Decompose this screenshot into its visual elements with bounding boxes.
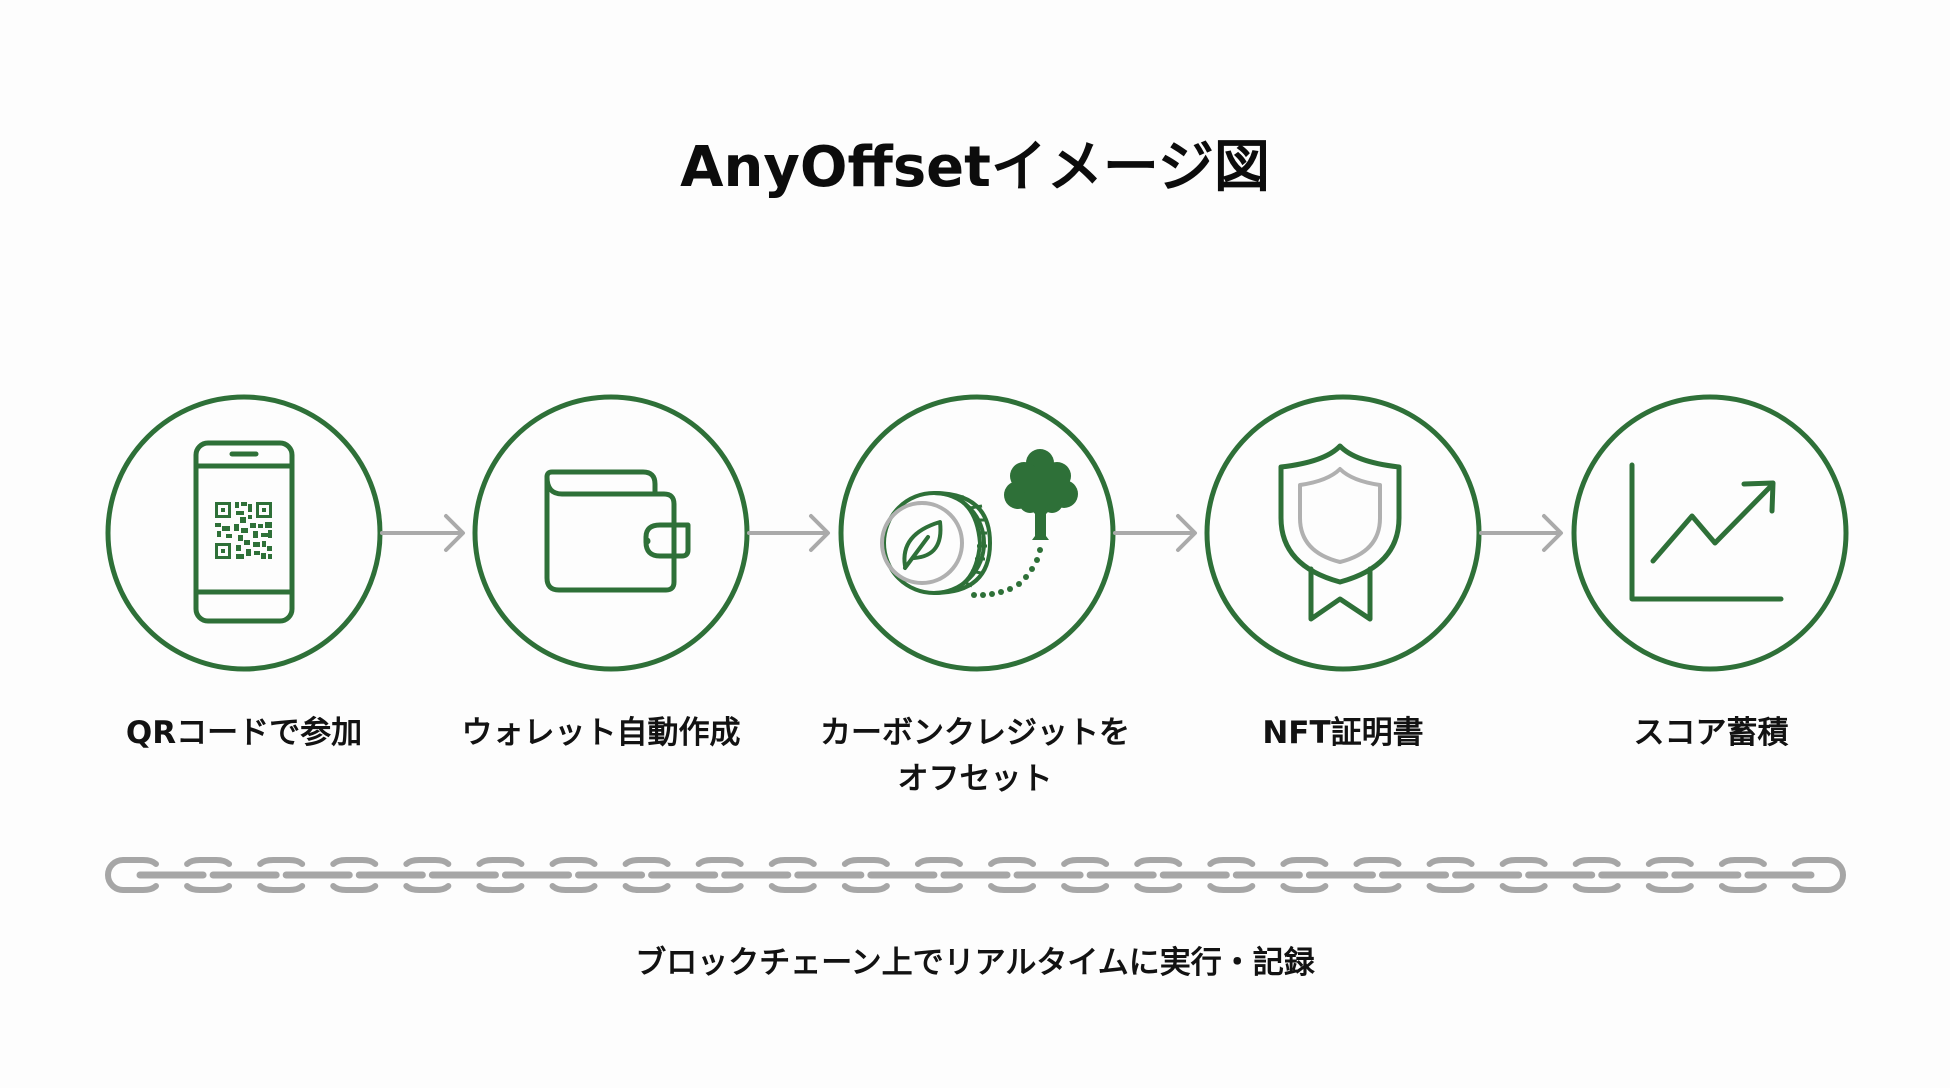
- step-label-score-accumulate: スコア蓄積: [1521, 710, 1901, 756]
- step-label-line: カーボンクレジットを: [820, 715, 1130, 751]
- chain-link: [1792, 857, 1846, 893]
- step-label-line: NFT証明書: [1262, 715, 1424, 751]
- chain-link: [549, 857, 598, 893]
- flow-arrows: [380, 514, 1563, 552]
- arrow-right-icon: [1479, 514, 1563, 552]
- coin-icon: [882, 491, 993, 595]
- dotted-path: [971, 547, 1043, 598]
- wallet-icon: [544, 469, 691, 593]
- growth-chart-icon: [1629, 462, 1784, 602]
- chain-link: [1645, 857, 1694, 893]
- step-label-qr-join: QRコードで参加: [54, 710, 434, 756]
- chain-link: [1718, 857, 1767, 893]
- chain-link: [768, 857, 817, 893]
- chain-link: [1572, 857, 1621, 893]
- chain-link: [257, 857, 306, 893]
- chain-link: [1134, 857, 1183, 893]
- arrow-right-icon: [380, 514, 465, 552]
- blockchain-chain-icon: [105, 857, 1846, 893]
- chain-link: [988, 857, 1037, 893]
- coin-leaf-tree-icon: [880, 449, 1078, 598]
- chain-link: [476, 857, 525, 893]
- arrow-right-icon: [1113, 514, 1197, 552]
- step-circle-5: [1571, 394, 1849, 672]
- chain-link: [1207, 857, 1256, 893]
- chain-link: [1353, 857, 1402, 893]
- chain-link: [105, 857, 159, 893]
- chain-link: [1499, 857, 1548, 893]
- leaf-icon: [902, 520, 943, 570]
- diagram-title: AnyOffsetイメージ図: [680, 135, 1270, 200]
- chain-link: [184, 857, 233, 893]
- step-circle-2: [472, 394, 750, 672]
- chain-link: [1280, 857, 1329, 893]
- tree-icon: [1004, 449, 1078, 540]
- blockchain-caption: ブロックチェーン上でリアルタイムに実行・記録: [635, 945, 1315, 981]
- step-label-line: ウォレット自動作成: [461, 715, 741, 751]
- chain-link: [914, 857, 963, 893]
- chain-link: [330, 857, 379, 893]
- step-label-wallet-create: ウォレット自動作成: [411, 710, 791, 756]
- shield-badge-icon: [1278, 443, 1402, 622]
- step-label-line: オフセット: [897, 761, 1053, 797]
- qr-code-icon: [215, 502, 272, 559]
- step-label-nft-certificate: NFT証明書: [1153, 710, 1533, 756]
- step-label-carbon-offset: カーボンクレジットを オフセット: [785, 710, 1165, 802]
- chain-link: [1061, 857, 1110, 893]
- chain-link: [622, 857, 671, 893]
- arrow-right-icon: [747, 514, 830, 552]
- chain-link: [841, 857, 890, 893]
- chain-link: [1426, 857, 1475, 893]
- step-label-line: スコア蓄積: [1633, 715, 1789, 751]
- chain-link: [695, 857, 744, 893]
- smartphone-qr-code-icon: [193, 440, 295, 624]
- step-label-line: QRコードで参加: [125, 715, 363, 751]
- chain-link: [403, 857, 452, 893]
